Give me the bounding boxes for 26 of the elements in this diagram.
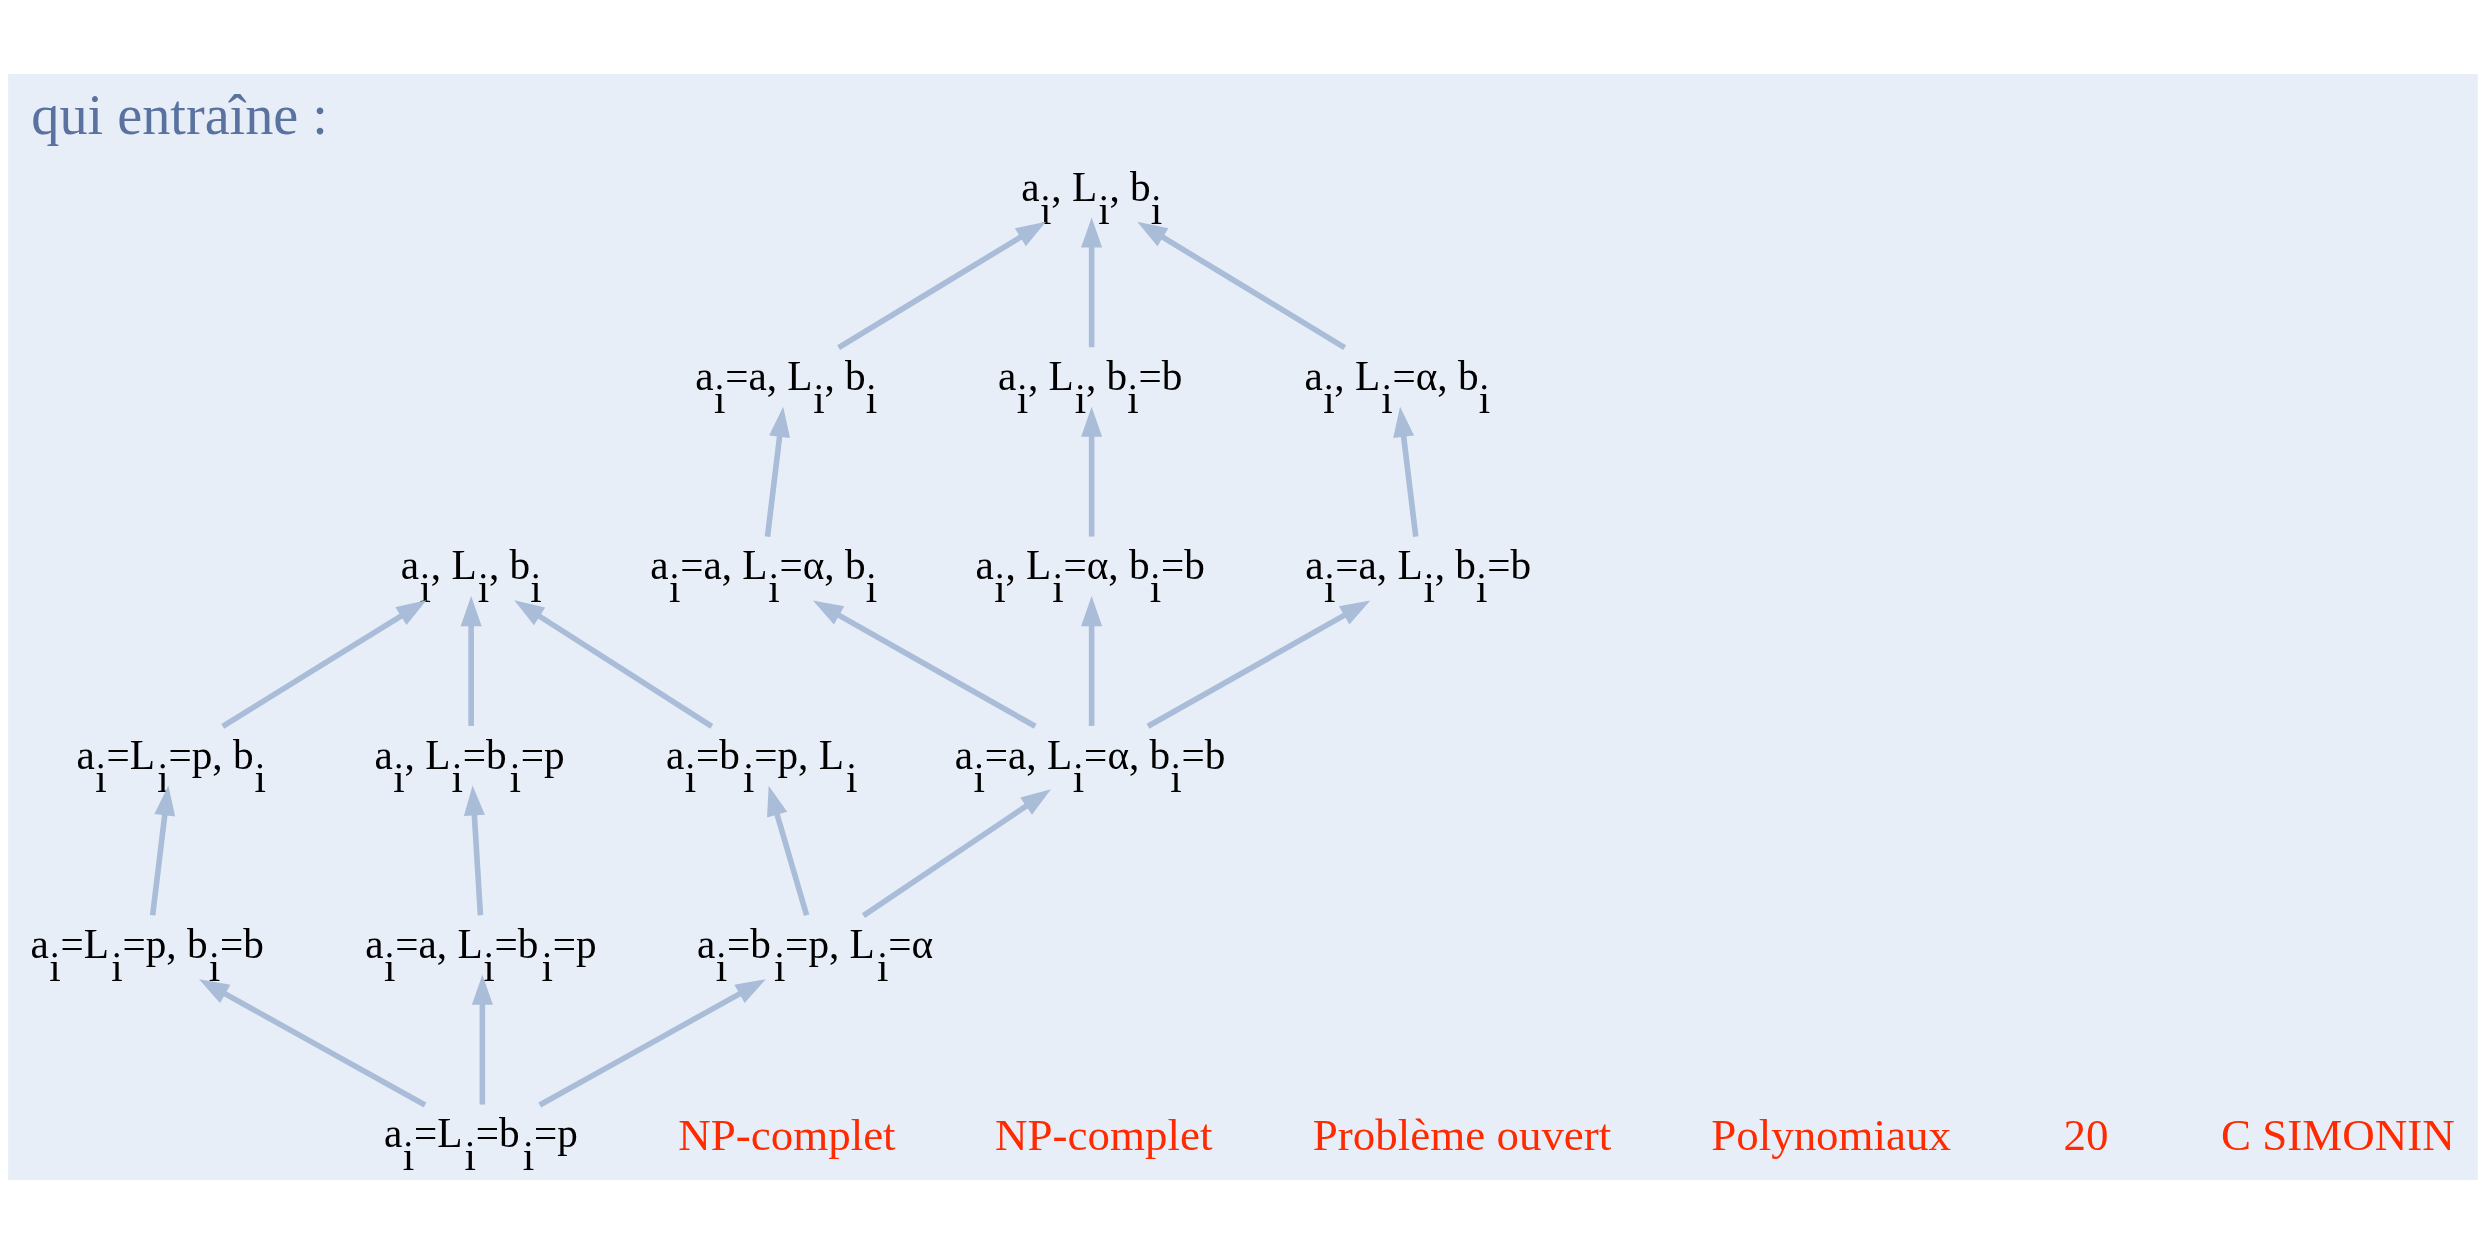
arrow <box>1137 221 1347 351</box>
arrow <box>861 789 1051 918</box>
diagram-title: qui entraîne : <box>31 83 328 146</box>
arrow <box>199 979 427 1108</box>
label: 20 <box>2063 1110 2109 1161</box>
arrow <box>471 974 493 1105</box>
arrow <box>538 979 766 1108</box>
label: Polynomiaux <box>1711 1110 1952 1161</box>
arrow <box>1081 596 1103 726</box>
arrow <box>1146 600 1371 729</box>
arrow <box>812 600 1037 729</box>
arrow <box>764 406 791 537</box>
arrow <box>149 785 176 916</box>
arrow <box>514 600 714 729</box>
arrow <box>1393 406 1419 537</box>
arrow <box>837 221 1047 351</box>
arrow <box>463 785 485 916</box>
arrow <box>767 785 810 917</box>
label: NP-complet <box>678 1110 896 1161</box>
label: NP-complet <box>995 1110 1213 1161</box>
arrow <box>221 600 427 729</box>
label: C SIMONIN <box>2221 1110 2455 1161</box>
arrow <box>1081 406 1103 537</box>
arrow <box>1081 217 1103 348</box>
label: Problème ouvert <box>1312 1110 1612 1161</box>
arrow <box>460 596 482 726</box>
